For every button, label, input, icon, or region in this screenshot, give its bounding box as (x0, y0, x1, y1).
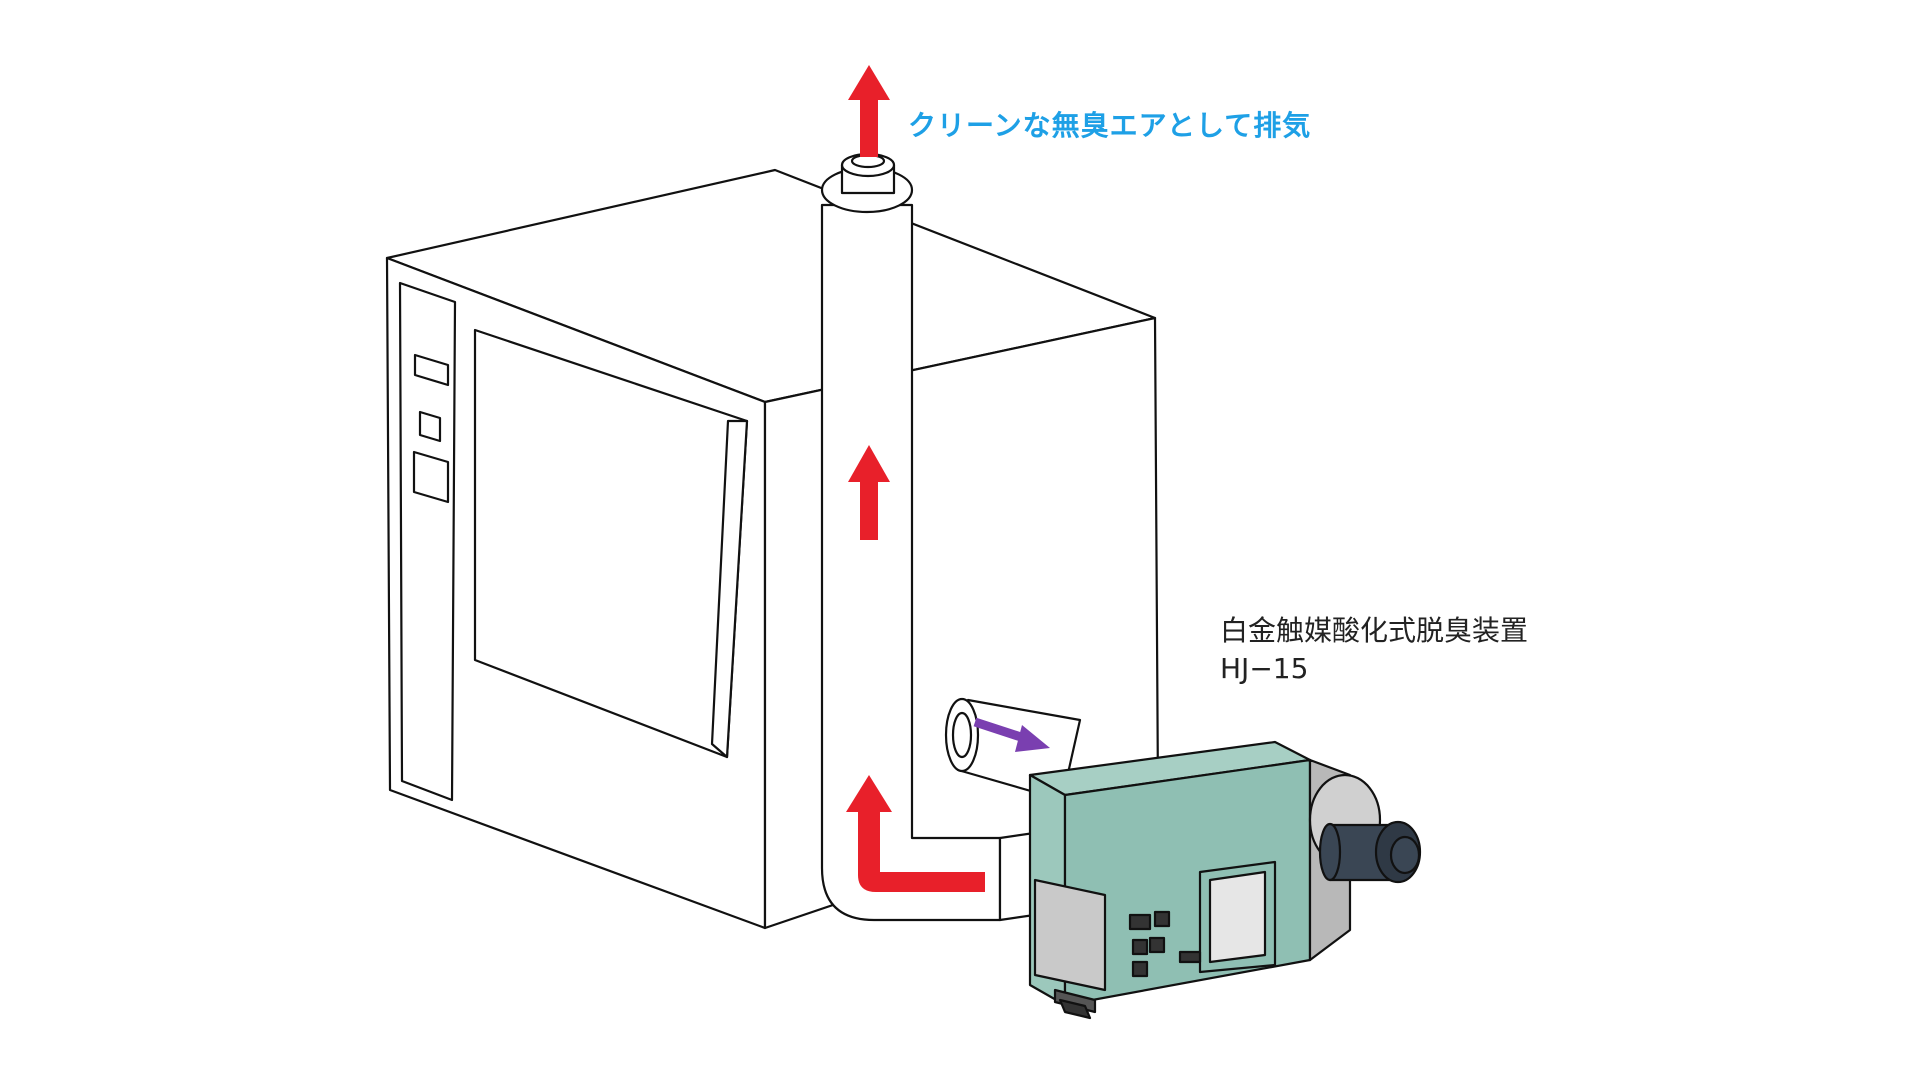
device-model-label: HJ−15 (1220, 652, 1309, 685)
right-arrow-icon (973, 717, 1050, 752)
device-label: 白金触媒酸化式脱臭装置 HJ−15 (1220, 612, 1528, 688)
control-display (413, 353, 450, 387)
control-switch (418, 410, 442, 443)
flow-arrows (846, 65, 985, 892)
up-arrow-icon (848, 65, 890, 157)
control-panel-box (412, 450, 450, 504)
device-name-label: 白金触媒酸化式脱臭装置 (1220, 614, 1529, 647)
exhaust-label: クリーンな無臭エアとして排気 (908, 109, 1312, 142)
up-arrow-icon (848, 445, 890, 540)
up-arrow-icon (846, 775, 985, 892)
deodorizer-device (1028, 740, 1422, 1020)
